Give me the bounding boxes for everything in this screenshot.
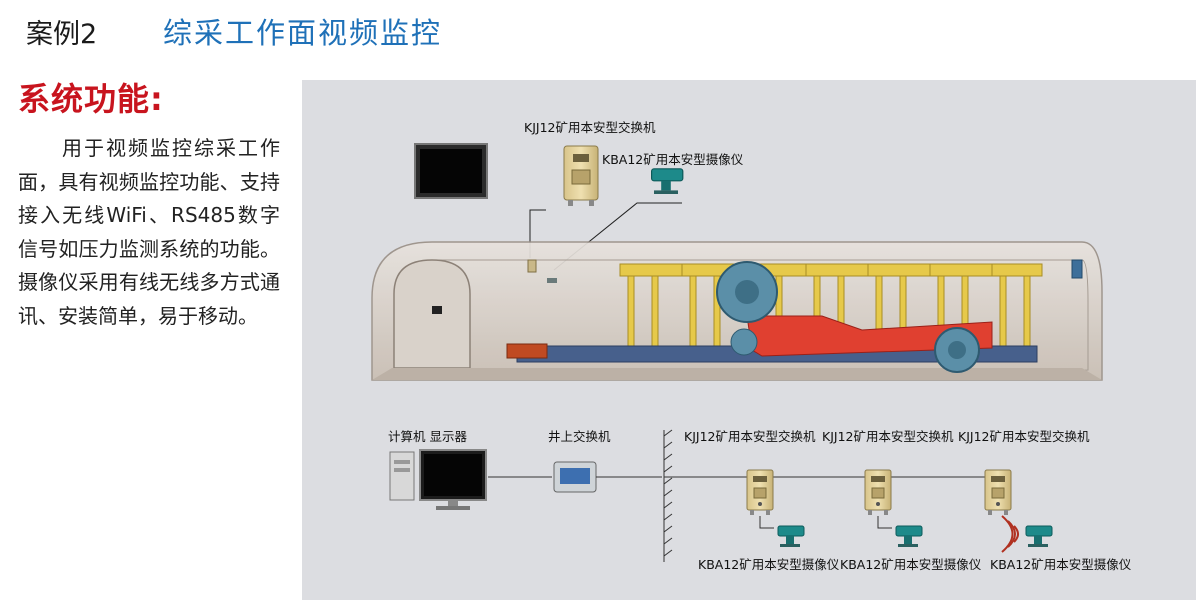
computer-icon [389,449,487,510]
monitor-icon [414,143,488,199]
camera-icon-1 [777,525,805,548]
function-heading: 系统功能: [18,80,164,118]
hydraulic-supports [619,263,1043,351]
diagram-canvas: KJJ12矿用本安型交换机 KBA12矿用本安型摄像仪 [371,120,1132,572]
camera-label-1: KBA12矿用本安型摄像仪 [698,557,840,572]
link-switch-2-camera [877,516,892,529]
page-title: 综采工作面视频监控 [163,16,443,50]
top-camera-label: KBA12矿用本安型摄像仪 [602,152,744,167]
shearer [716,261,993,373]
top-switch-icon [563,145,599,206]
system-diagram: KJJ12矿用本安型交换机 KBA12矿用本安型摄像仪 [302,80,1196,600]
camera-icon-2 [895,525,923,548]
top-camera-icon [650,168,684,195]
underground-switch-3 [984,469,1012,516]
surface-switch-label: 井上交换机 [548,429,611,444]
link-switch-1-camera [759,516,774,529]
underground-switch-2 [864,469,892,516]
switch-label-1: KJJ12矿用本安型交换机 [684,429,816,444]
shaft-wall [663,429,673,562]
underground-switch-1 [746,469,774,516]
top-switch-label: KJJ12矿用本安型交换机 [524,120,656,135]
camera-icon-3 [1025,525,1053,548]
surface-switch-icon [553,461,597,493]
camera-label-3: KBA12矿用本安型摄像仪 [990,557,1132,572]
camera-label-2: KBA12矿用本安型摄像仪 [840,557,982,572]
switch-label-3: KJJ12矿用本安型交换机 [958,429,1090,444]
case-label: 案例2 [26,19,98,50]
wireless-signal-icon [1001,515,1019,553]
function-description: 用于视频监控综采工作面，具有视频监控功能、支持接入无线WiFi、RS485数字信… [18,136,280,328]
switch-label-2: KJJ12矿用本安型交换机 [822,429,954,444]
computer-label: 计算机 显示器 [388,429,467,444]
